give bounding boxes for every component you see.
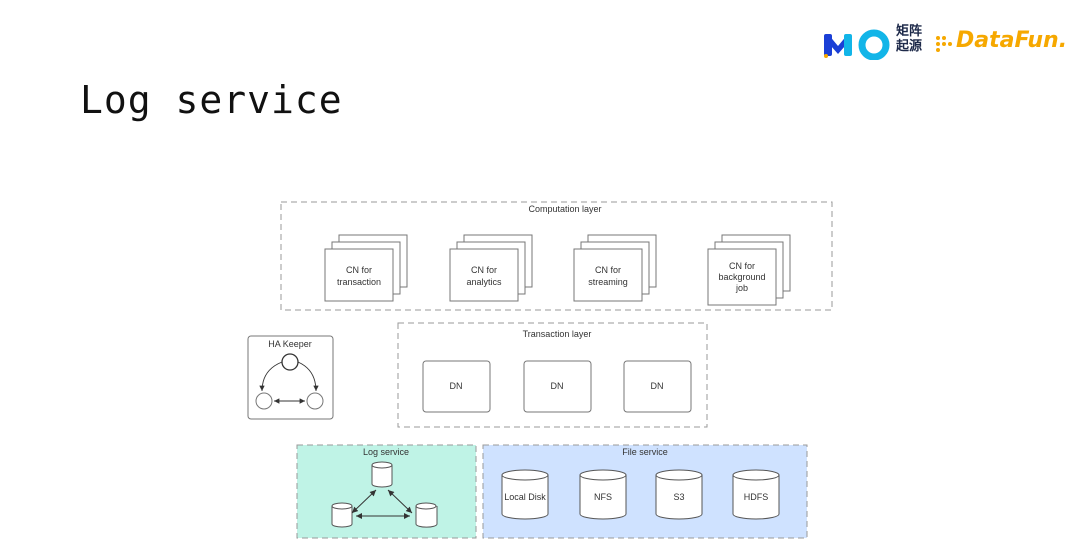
transaction-layer-label: Transaction layer — [523, 329, 592, 339]
dn-node: DN — [623, 360, 692, 413]
cn-node-line: CN for — [595, 265, 621, 275]
datafun-dots-icon — [936, 36, 952, 52]
logo-cn-text: 矩阵起源 — [896, 24, 923, 54]
cn-node-streaming: CN for streaming — [573, 234, 657, 302]
cn-node-analytics: CN for analytics — [449, 234, 533, 302]
cn-node-line: transaction — [337, 277, 381, 287]
dn-node-label: DN — [551, 381, 564, 391]
log-service: Log service — [296, 444, 477, 539]
cn-node-transaction: CN for transaction — [324, 234, 408, 302]
transaction-layer: Transaction layer DN DN DN — [397, 322, 708, 428]
computation-layer: Computation layer CN for transaction CN … — [280, 201, 833, 311]
cn-node-line: CN for — [471, 265, 497, 275]
log-replica-db-icon — [371, 461, 393, 488]
local-disk-store: Local Disk — [501, 469, 549, 520]
dn-node: DN — [422, 360, 491, 413]
ha-keeper: HA Keeper — [247, 335, 334, 420]
file-service-label: File service — [622, 447, 668, 457]
s3-store: S3 — [655, 469, 703, 520]
dn-node-label: DN — [450, 381, 463, 391]
hdfs-store: HDFS — [732, 469, 780, 520]
slide-title: Log service — [80, 78, 343, 122]
cn-node-line: background — [718, 272, 765, 282]
cn-node-line: CN for — [346, 265, 372, 275]
cn-node-line: CN for — [729, 261, 755, 271]
store-label: NFS — [594, 492, 612, 502]
cn-node-line: job — [735, 283, 748, 293]
nfs-store: NFS — [579, 469, 627, 520]
cn-node-line: analytics — [466, 277, 502, 287]
log-replica-db-icon — [331, 502, 353, 528]
ha-keeper-label: HA Keeper — [268, 339, 312, 349]
mo-logo-icon — [824, 29, 890, 60]
log-replica-db-icon — [415, 502, 438, 528]
dn-node: DN — [523, 360, 592, 413]
store-label: Local Disk — [504, 492, 546, 502]
cn-node-line: streaming — [588, 277, 628, 287]
log-service-label: Log service — [363, 447, 409, 457]
file-service: File service Local Disk NFS S3 HDFS — [482, 444, 808, 539]
dn-node-label: DN — [651, 381, 664, 391]
datafun-wordmark: DataFun. — [956, 28, 1068, 53]
computation-layer-label: Computation layer — [528, 204, 601, 214]
cn-node-background-job: CN for background job — [707, 234, 791, 306]
logo: 矩阵起源 DataFun. — [822, 24, 1072, 64]
store-label: HDFS — [744, 492, 769, 502]
store-label: S3 — [673, 492, 684, 502]
